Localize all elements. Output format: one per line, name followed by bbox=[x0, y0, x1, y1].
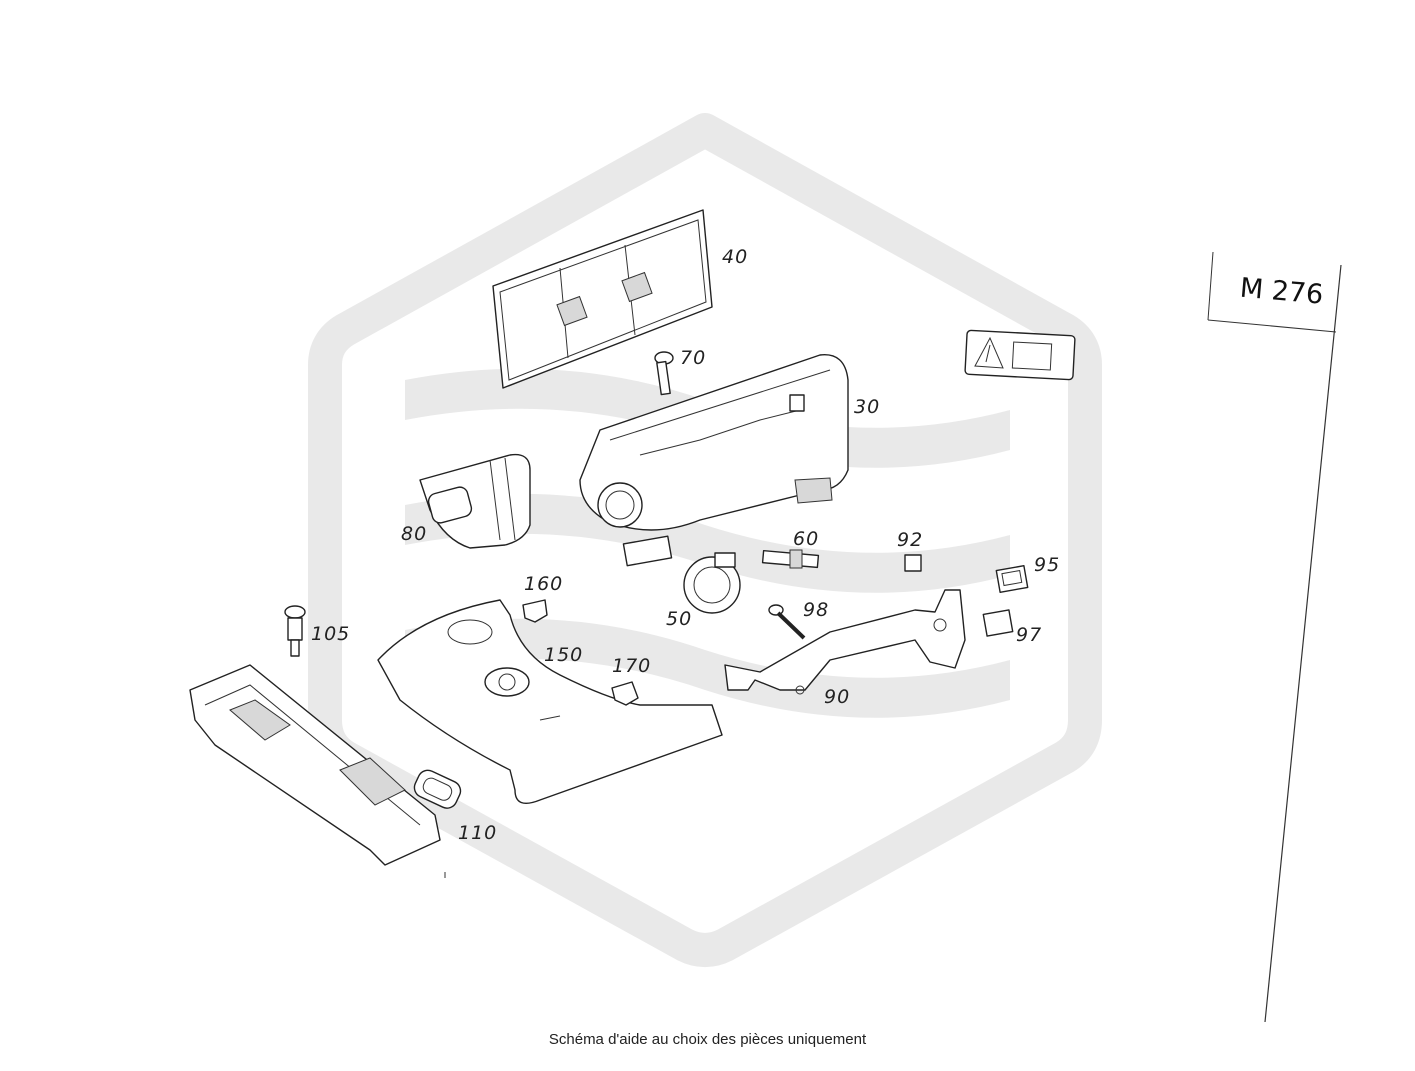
part-98-bolt[interactable] bbox=[768, 604, 806, 640]
callout-labels: 40 70 30 80 60 92 95 160 50 98 97 105 15… bbox=[311, 246, 1060, 844]
part-160-clip[interactable] bbox=[522, 599, 548, 623]
part-80-intake-duct[interactable] bbox=[419, 453, 531, 549]
part-30-air-filter-housing[interactable] bbox=[579, 354, 849, 567]
warning-label-decal bbox=[964, 329, 1076, 381]
part-97-module[interactable] bbox=[982, 609, 1014, 637]
callout-60: 60 bbox=[793, 528, 819, 550]
callout-110: 110 bbox=[458, 822, 497, 844]
part-170-clip[interactable] bbox=[611, 681, 639, 706]
callout-40: 40 bbox=[722, 246, 748, 268]
callout-95: 95 bbox=[1034, 554, 1060, 576]
callout-98: 98 bbox=[803, 599, 829, 621]
part-40-air-filter[interactable] bbox=[492, 209, 713, 389]
diagram-caption: Schéma d'aide au choix des pièces unique… bbox=[548, 1031, 867, 1048]
part-60-sensor[interactable] bbox=[761, 549, 820, 569]
callout-92: 92 bbox=[897, 529, 923, 551]
callout-50: 50 bbox=[666, 608, 692, 630]
part-50-throttle[interactable] bbox=[683, 552, 741, 614]
engine-code: M 276 bbox=[1239, 273, 1325, 311]
engine-code-tab: M 276 bbox=[1207, 251, 1342, 1023]
part-150-engine-cover[interactable] bbox=[377, 599, 723, 804]
part-cowl-panel[interactable] bbox=[189, 664, 446, 878]
part-110-grommet[interactable] bbox=[411, 767, 464, 811]
callout-160: 160 bbox=[524, 573, 563, 595]
part-90-bracket[interactable] bbox=[724, 589, 966, 695]
part-105-rivet[interactable] bbox=[284, 605, 306, 657]
watermark-logo bbox=[308, 113, 1102, 967]
callout-90: 90 bbox=[824, 686, 850, 708]
part-92-clip[interactable] bbox=[904, 554, 922, 572]
callout-70: 70 bbox=[680, 347, 706, 369]
callout-97: 97 bbox=[1016, 624, 1042, 646]
callout-150: 150 bbox=[544, 644, 583, 666]
callout-80: 80 bbox=[401, 523, 427, 545]
part-70-bolt[interactable] bbox=[654, 351, 674, 396]
callout-170: 170 bbox=[612, 655, 651, 677]
part-95-connector[interactable] bbox=[995, 565, 1029, 593]
callout-30: 30 bbox=[854, 396, 880, 418]
callout-105: 105 bbox=[311, 623, 350, 645]
